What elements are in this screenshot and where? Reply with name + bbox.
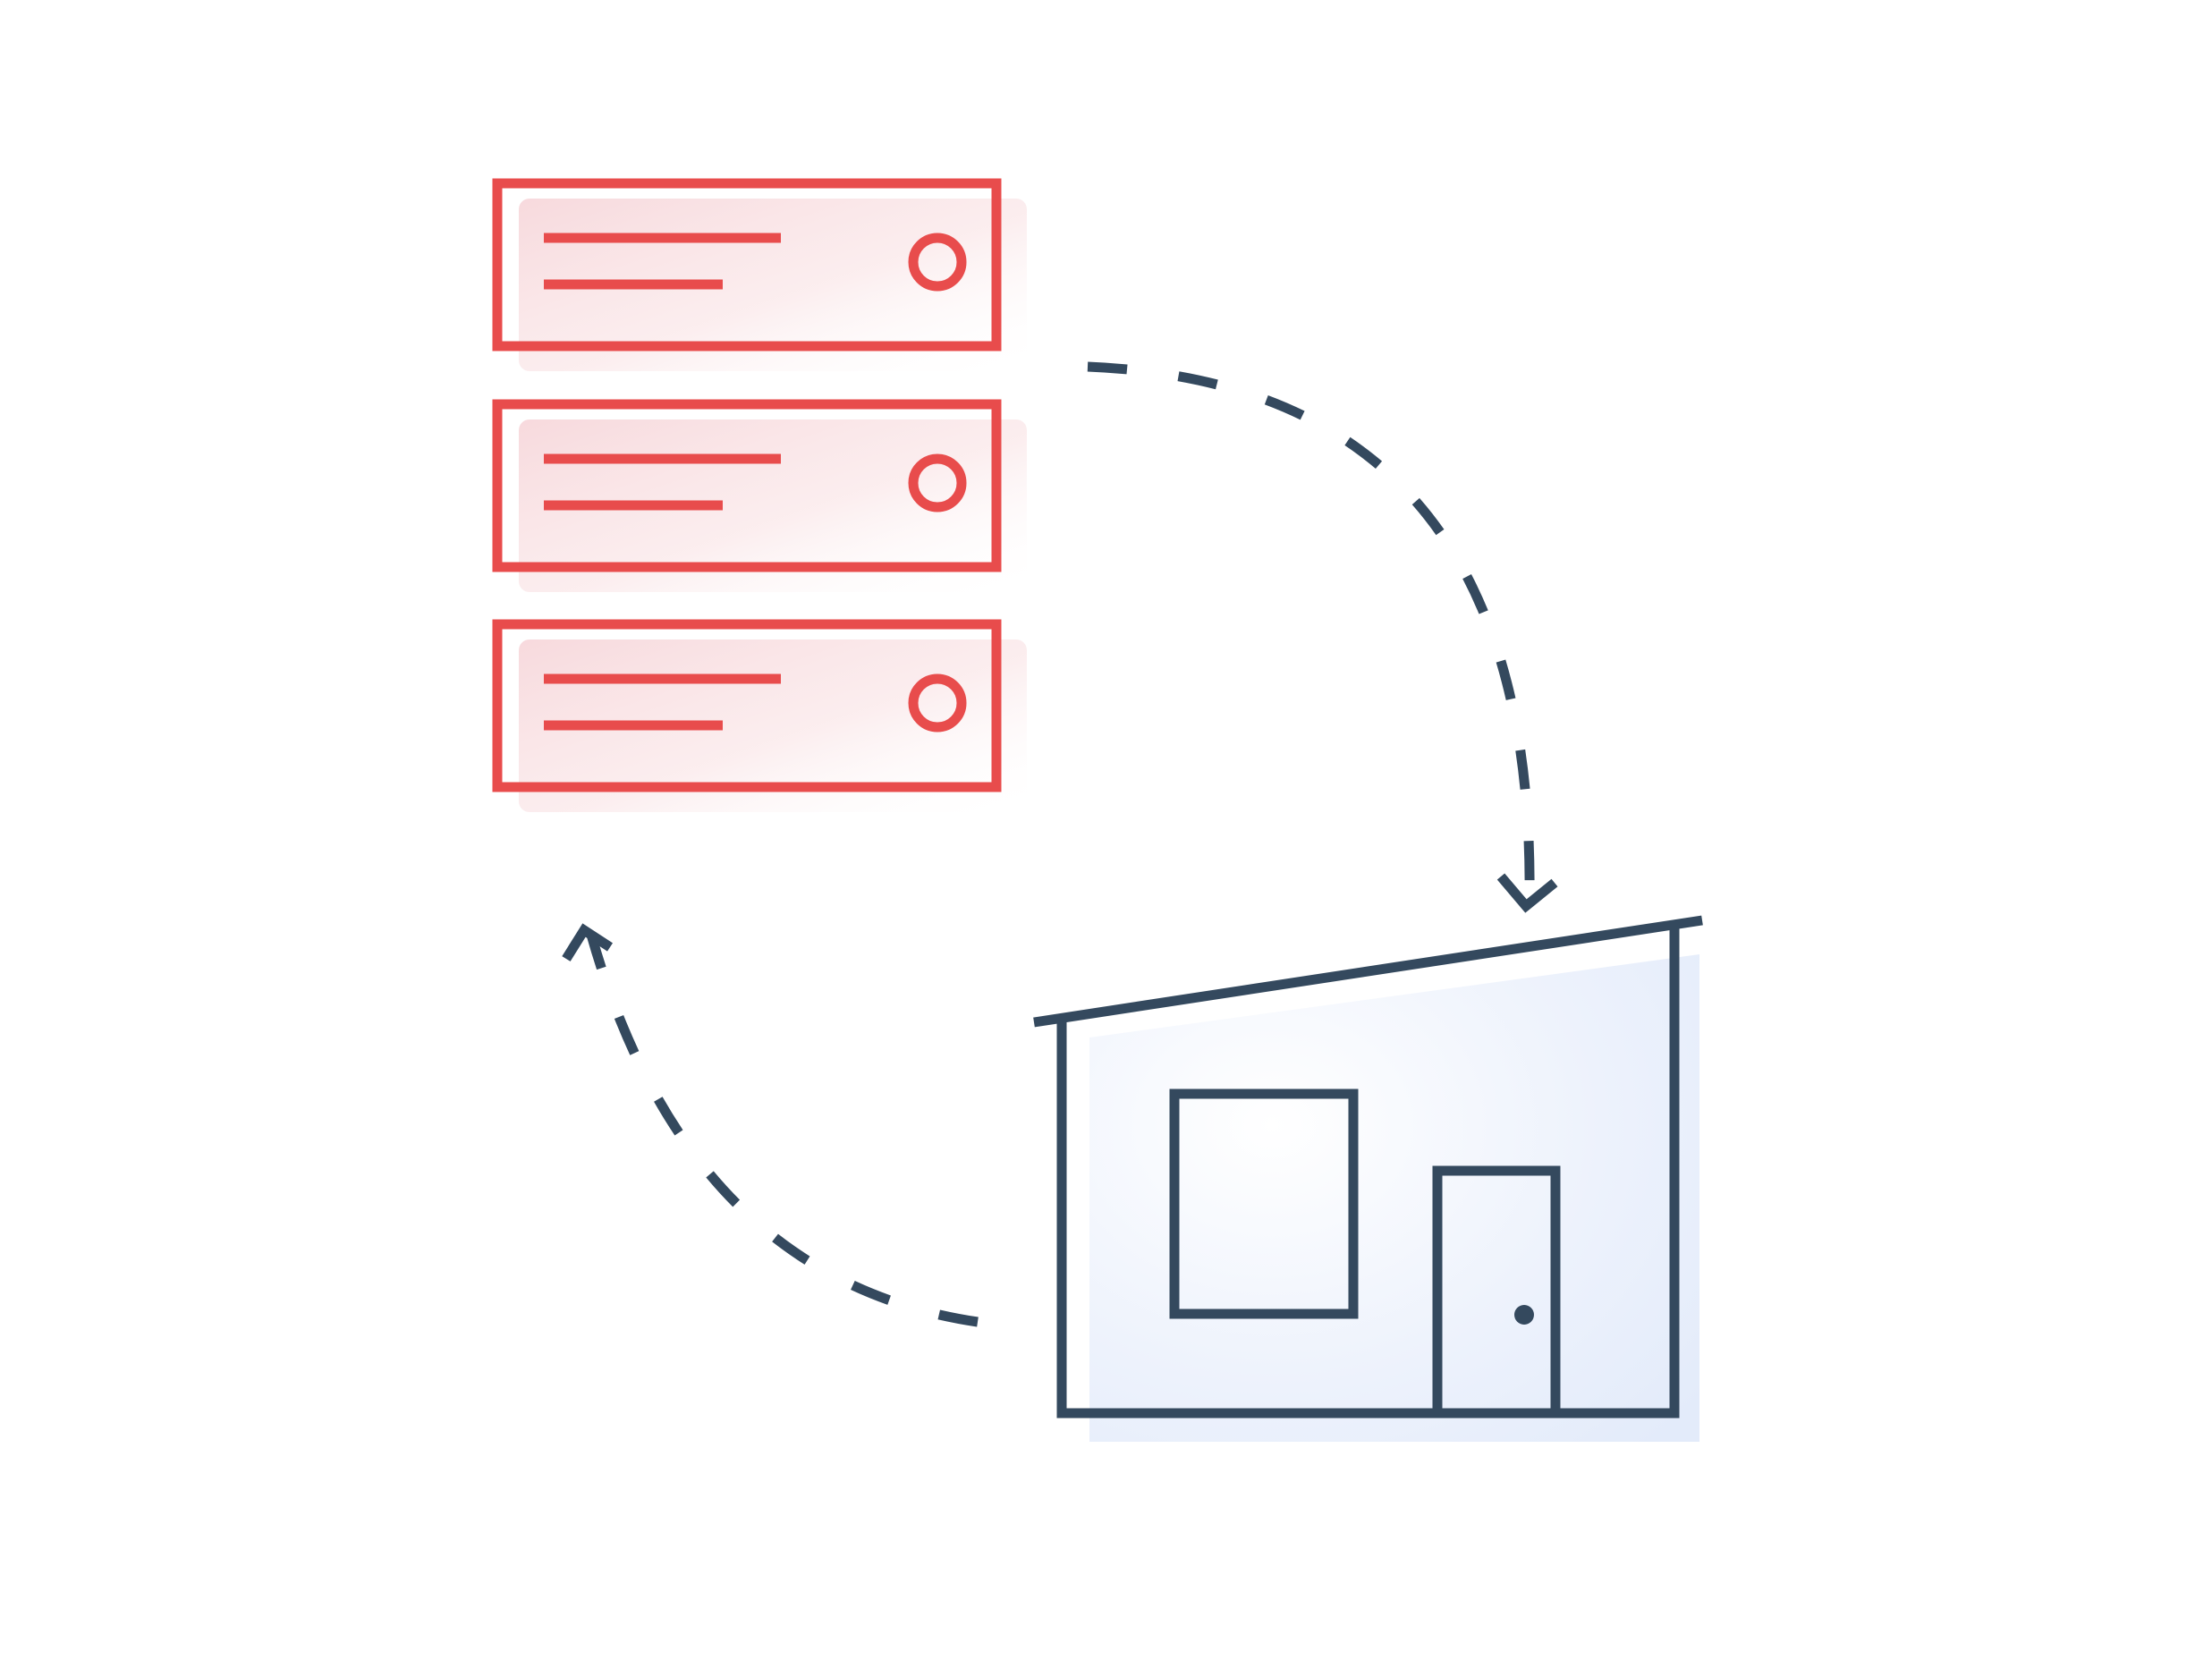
arrowhead-up bbox=[562, 923, 614, 961]
building-icon bbox=[1033, 915, 1703, 1442]
building-roof bbox=[1033, 915, 1703, 1028]
server-status-light bbox=[908, 233, 967, 292]
arrowhead-down bbox=[1496, 873, 1558, 913]
server-unit-frame bbox=[492, 619, 1002, 792]
dashed-arc-building-to-servers bbox=[586, 933, 979, 1327]
server-unit bbox=[492, 399, 1027, 592]
server-status-light bbox=[908, 453, 967, 512]
dashed-arrow-down-icon bbox=[1087, 361, 1558, 913]
building-door bbox=[1432, 1165, 1561, 1413]
door-knob bbox=[1514, 1305, 1534, 1325]
server-unit bbox=[492, 178, 1027, 371]
server-unit-frame bbox=[492, 178, 1002, 351]
server-status-light bbox=[908, 673, 967, 733]
server-unit-frame bbox=[492, 399, 1002, 572]
server-unit bbox=[492, 619, 1027, 812]
dashed-arrow-up-icon bbox=[562, 923, 979, 1327]
server-rack-icon bbox=[492, 178, 1027, 812]
building-shadow-fill bbox=[1089, 954, 1699, 1442]
building-window bbox=[1169, 1088, 1359, 1319]
dashed-arc-servers-to-building bbox=[1087, 361, 1535, 898]
building-walls bbox=[1056, 927, 1680, 1419]
